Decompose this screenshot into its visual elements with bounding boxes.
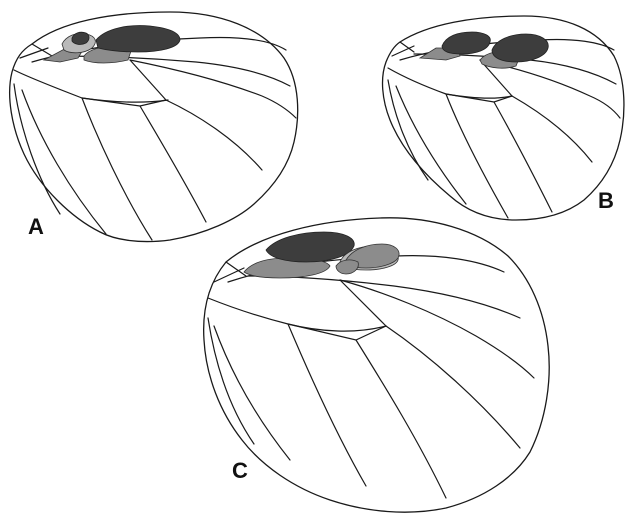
dark-patch	[72, 32, 89, 44]
wing-panel-c: C	[204, 218, 550, 512]
panel-label-b: B	[598, 188, 614, 213]
wing-panel-b: B	[383, 16, 624, 220]
wing-panel-a: A	[10, 12, 298, 242]
panel-label-a: A	[28, 214, 44, 239]
panel-label-c: C	[232, 458, 248, 483]
